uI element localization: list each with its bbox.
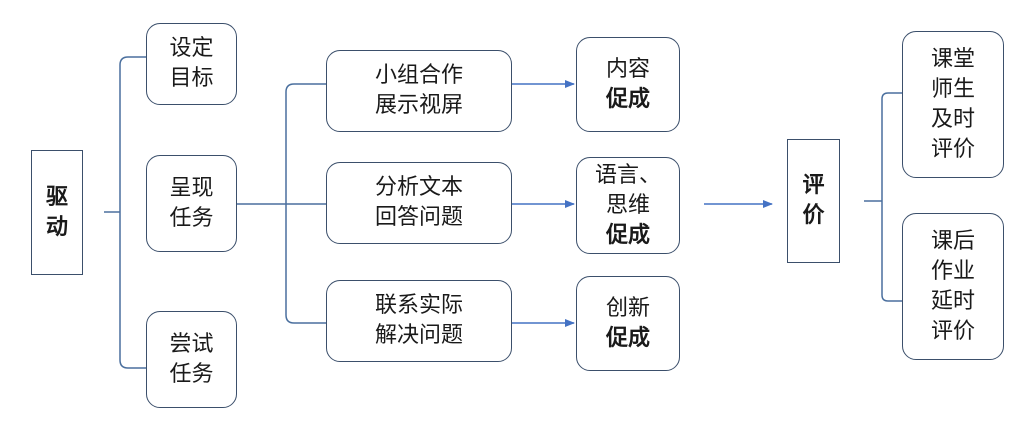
outcome-innovation: 创新 促成: [576, 276, 680, 371]
evaluation-label: 及时: [930, 106, 975, 132]
step-label: 设定: [169, 36, 214, 61]
evaluation-label: 评价: [930, 318, 975, 344]
outcome-label-bold: 促成: [605, 222, 650, 248]
step-try-task: 尝试 任务: [146, 311, 237, 408]
step-label: 呈现: [169, 175, 214, 201]
evaluation-label: 延时: [930, 288, 975, 314]
activity-real-problems: 联系实际 解决问题: [326, 280, 512, 362]
drive-node: 驱 动: [31, 150, 83, 275]
drive-label-2: 动: [45, 214, 68, 240]
evaluate-node: 评 价: [787, 139, 840, 263]
evaluation-label: 评价: [930, 136, 975, 162]
evaluate-label-1: 评: [802, 173, 825, 198]
step-label: 任务: [169, 205, 214, 231]
outcome-label: 语言、: [594, 162, 661, 188]
step-label: 目标: [169, 66, 214, 91]
evaluate-label-2: 价: [802, 203, 825, 228]
evaluation-label: 作业: [930, 258, 975, 284]
outcome-language-thinking: 语言、 思维 促成: [576, 157, 680, 254]
evaluation-in-class: 课堂 师生 及时 评价: [902, 31, 1004, 178]
evaluation-label: 课堂: [930, 46, 975, 72]
outcome-label-bold: 促成: [605, 86, 650, 112]
activity-label: 展示视屏: [374, 93, 463, 118]
outcome-label: 内容: [605, 56, 650, 82]
activities-bracket: [285, 83, 326, 324]
drive-label-1: 驱: [45, 184, 68, 210]
activity-label: 小组合作: [374, 63, 463, 88]
step-label: 尝试: [169, 331, 214, 357]
step-set-goal: 设定 目标: [146, 23, 237, 105]
outcome-label: 思维: [605, 192, 650, 218]
evaluation-after-class: 课后 作业 延时 评价: [902, 213, 1004, 360]
outcome-label: 创新: [605, 295, 650, 321]
evaluation-label: 师生: [930, 76, 975, 102]
evaluate-bracket: [881, 92, 902, 302]
activity-group-work: 小组合作 展示视屏: [326, 50, 512, 132]
activity-label: 联系实际: [374, 293, 463, 318]
step-present-task: 呈现 任务: [146, 155, 237, 252]
step-label: 任务: [169, 361, 214, 387]
activity-label: 分析文本: [374, 175, 463, 200]
evaluation-label: 课后: [930, 228, 975, 254]
activity-label: 回答问题: [374, 205, 463, 230]
drive-bracket: [119, 56, 146, 369]
activity-label: 解决问题: [374, 323, 463, 348]
outcome-label-bold: 促成: [605, 325, 650, 351]
outcome-content: 内容 促成: [576, 37, 680, 132]
activity-analyze-text: 分析文本 回答问题: [326, 162, 512, 244]
